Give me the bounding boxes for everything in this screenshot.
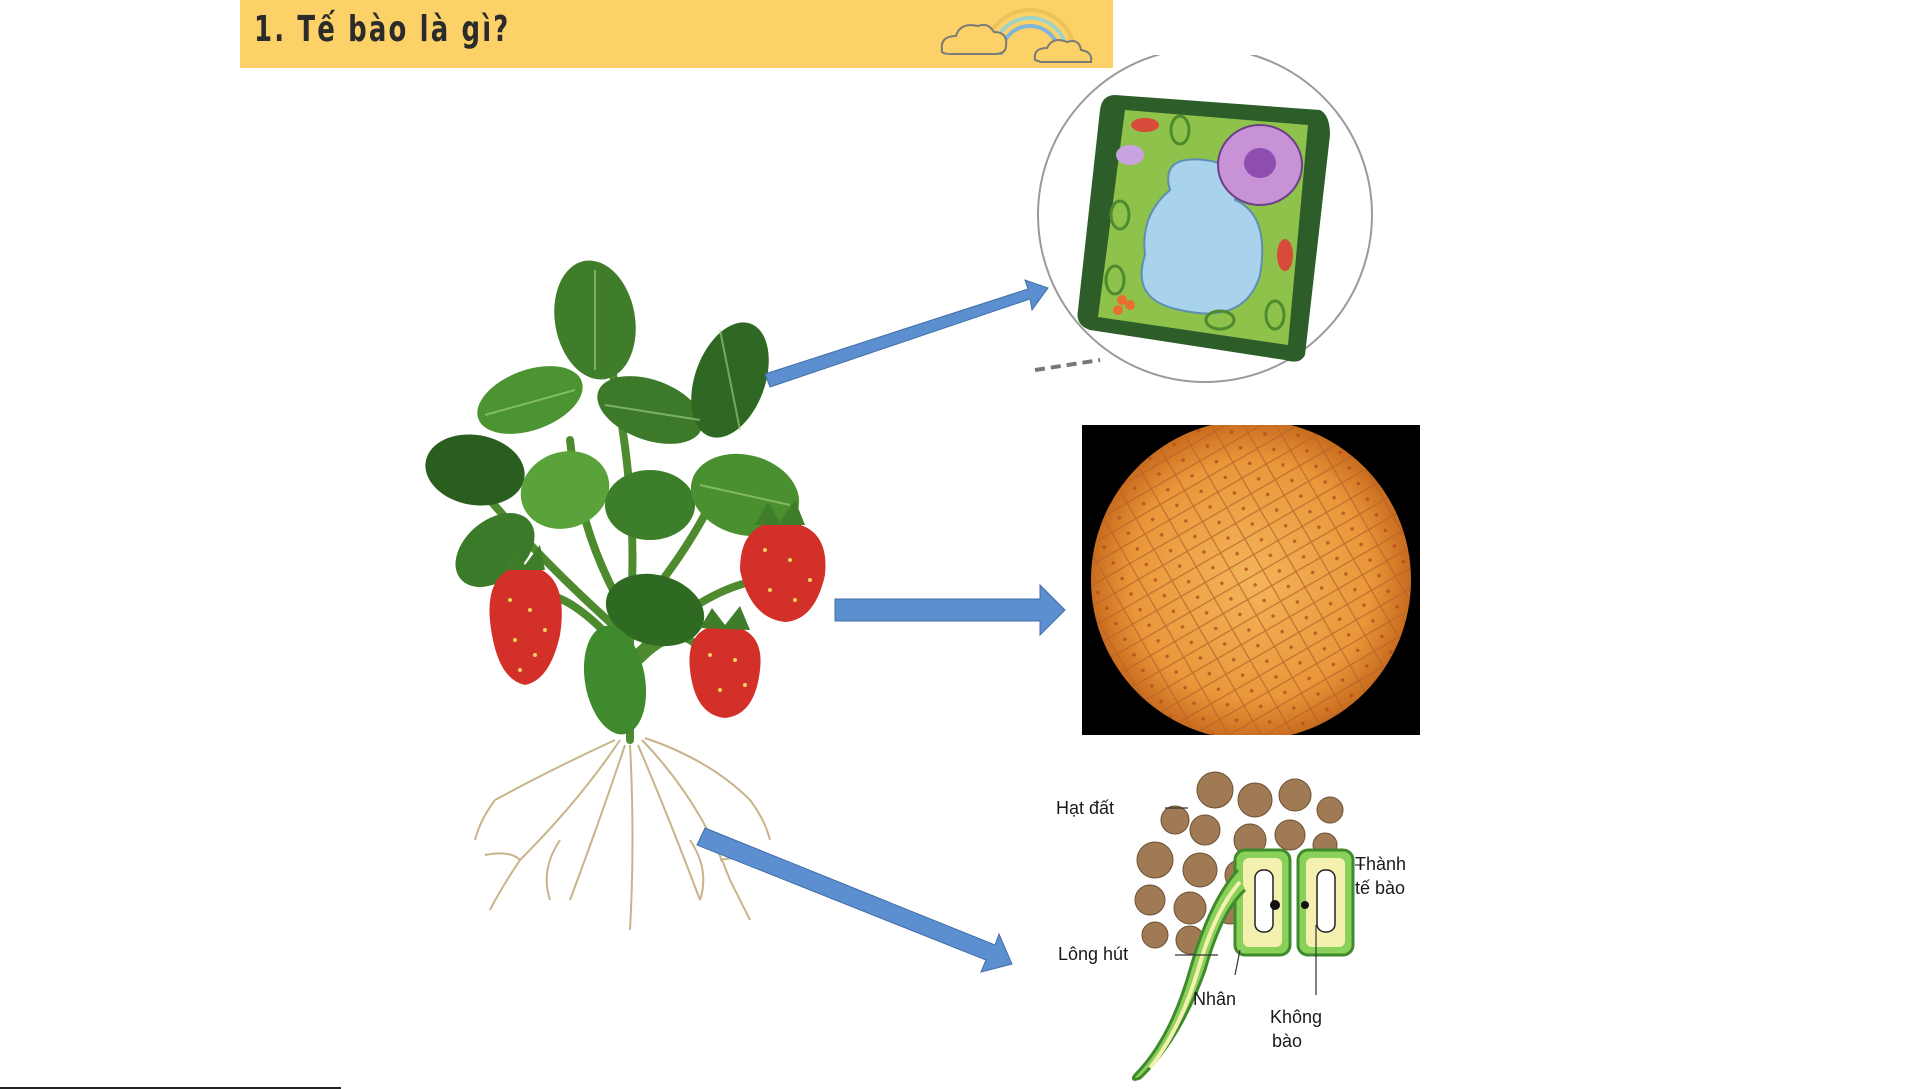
arrow-to-microscope [835, 585, 1065, 635]
label-cell-wall-line1: Thành [1355, 852, 1406, 876]
microscope-cell-photo [1082, 425, 1420, 735]
label-soil-particles: Hạt đất [1056, 796, 1114, 820]
arrow-to-plant-cell [765, 280, 1048, 387]
label-vacuole-line2: bào [1272, 1029, 1302, 1053]
label-root-hair: Lông hút [1058, 942, 1128, 966]
label-vacuole-line1: Không [1270, 1005, 1322, 1029]
root-hair-cell-diagram [1110, 770, 1370, 1085]
plant-cell-diagram [1030, 55, 1375, 385]
root-cells [1133, 850, 1353, 1079]
label-nucleus: Nhân [1193, 987, 1236, 1011]
label-cell-wall-line2: tế bào [1355, 876, 1405, 900]
arrow-to-root-cells [697, 828, 1012, 972]
